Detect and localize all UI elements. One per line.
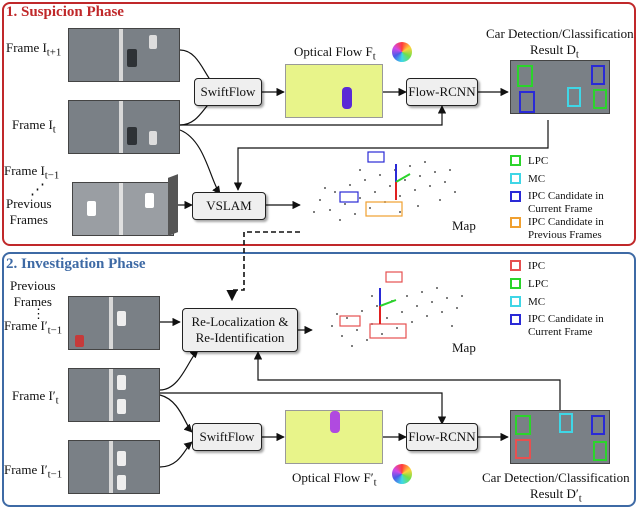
legend-swatch-ipc-candidate-current [510,191,521,202]
arrow-result2-to-reloc [253,351,561,410]
map-label-2: Map [452,340,476,355]
legend-label-mc: MC [528,173,546,185]
legend-swatch-ipc-candidate-previous [510,217,521,228]
legend-swatch-lpc [510,155,521,166]
result-image-2 [510,410,610,464]
arrow-frame-cur2-to-reloc [159,349,199,391]
legend2-swatch-ipc-candidate-current [510,314,521,325]
map-point-cloud-2 [331,271,463,347]
legend2-label-ipc-candidate-current: IPC Candidate in Current Frame [528,313,604,338]
legend2-swatch-mc [510,296,521,307]
arrow-frame-cur2-to-swiftflow [159,394,193,433]
arrow-result-to-vslam [233,120,549,191]
legend-label-lpc: LPC [528,155,549,167]
arrow-frame-cur2-to-flowrcnn [160,392,447,425]
swiftflow-box: SwiftFlow [194,78,262,106]
map-label: Map [452,218,476,233]
optical-flow-label-2: Optical Flow F′t [292,470,377,489]
suspicion-phase-panel [2,2,636,246]
flow-rcnn-box: Flow-RCNN [406,78,478,106]
dashed-map-link [226,231,300,302]
legend-swatch-mc [510,173,521,184]
legend-label-ipc-candidate-current: IPC Candidate in Current Frame [528,190,604,215]
legend-label-ipc-candidate-previous: IPC Candidate in Previous Frames [528,216,604,241]
arrow-frame-cur-to-vslam [179,129,221,195]
frame-prev2-image [68,440,160,494]
arrow-frame-cur-to-flowrcnn [180,105,447,126]
previous-frames-dots-2: ⋮ [32,306,45,321]
optical-flow-image-2 [285,410,383,464]
optical-flow-image [285,64,383,118]
legend2-swatch-lpc [510,278,521,289]
legend2-swatch-ipc [510,260,521,271]
investigation-phase-title: 2. Investigation Phase [6,256,146,272]
suspicion-phase-title: 1. Suspicion Phase [6,4,124,20]
optical-flow-label: Optical Flow Ft [294,44,376,63]
previous-frames-label-2: Previous Frames [10,278,56,309]
legend2-label-lpc: LPC [528,278,549,290]
frame-prev-image-2 [68,296,160,350]
arrow-frame-prev2-to-swiftflow [159,441,193,468]
result-label: Result Dt [530,42,579,61]
color-wheel-icon [392,42,412,62]
frame-next-image [68,28,180,82]
investigation-phase-panel [2,252,636,507]
vslam-box: VSLAM [192,192,266,220]
map-point-cloud [313,151,456,221]
swiftflow-box-2: SwiftFlow [192,423,262,451]
previous-frames-label: Previous Frames [6,196,52,227]
detection-label-2: Car Detection/Classification [482,470,630,485]
frame-prev2-label: Frame I′t−1 [4,462,63,481]
frame-prev-label: Frame It−1 [4,163,60,182]
frame-prev-label-2: Frame I′t−1 [4,318,63,337]
result-label-2: Result D′t [530,486,582,505]
frame-cur-label-2: Frame I′t [12,388,59,407]
frame-next-label: Frame It+1 [6,40,62,59]
frame-cur-image [68,100,180,154]
legend2-label-ipc: IPC [528,260,546,272]
frame-cur-image-2 [68,368,160,422]
relocalization-box: Re-Localization & Re-Identification [182,308,298,352]
previous-frames-dots: ⋰ [30,182,45,198]
previous-frames-stack [72,182,174,236]
frame-cur-label: Frame It [12,117,56,136]
legend2-label-mc: MC [528,296,546,308]
result-image [510,60,610,114]
previous-frames-stack-edge [168,174,178,236]
color-wheel-icon-2 [392,464,412,484]
flow-rcnn-box-2: Flow-RCNN [406,423,478,451]
detection-label: Car Detection/Classification [486,26,634,41]
